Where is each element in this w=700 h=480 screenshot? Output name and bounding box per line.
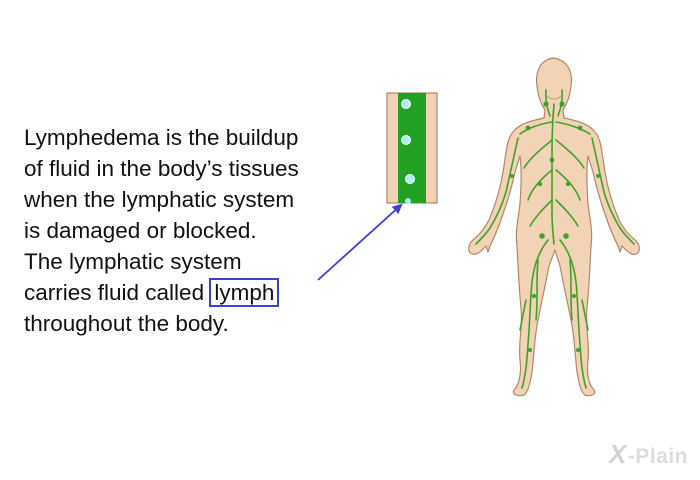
text-line: Lymphedema is the buildup bbox=[24, 125, 299, 150]
highlighted-term-lymph: lymph bbox=[209, 278, 280, 307]
text-line: when the lymphatic system bbox=[24, 187, 295, 212]
text-line: carries fluid called lymph bbox=[24, 277, 364, 308]
text-line: is damaged or blocked. bbox=[24, 218, 257, 243]
text-line: throughout the body. bbox=[24, 311, 229, 336]
text-line-lead: carries fluid called bbox=[24, 280, 211, 305]
xplain-logo-text: -Plain bbox=[627, 445, 688, 468]
human-lymphatic-system-figure bbox=[468, 57, 640, 397]
lymph-vessel-closeup-icon bbox=[386, 92, 438, 204]
text-line: of fluid in the body’s tissues bbox=[24, 156, 299, 181]
text-line: The lymphatic system bbox=[24, 249, 242, 274]
lymphedema-description: Lymphedema is the buildup of fluid in th… bbox=[24, 122, 364, 339]
xplain-logo: X-Plain bbox=[609, 439, 688, 470]
xplain-logo-x: X bbox=[608, 439, 627, 469]
pointer-arrow-icon bbox=[317, 203, 403, 281]
